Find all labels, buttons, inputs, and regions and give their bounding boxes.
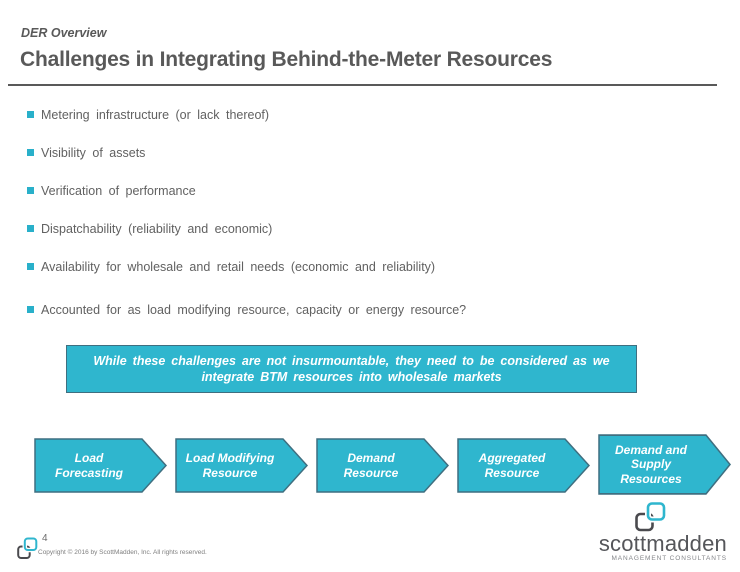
arrow-label: Load Modifying Resource (185, 451, 275, 480)
scottmadden-logo-icon (17, 537, 38, 559)
slide-section-label: DER Overview (21, 26, 107, 40)
bullet-text: Dispatchability (reliability and economi… (41, 222, 273, 236)
bullet-text: Verification of performance (41, 184, 196, 198)
bullet-text: Metering infrastructure (or lack thereof… (41, 108, 270, 122)
copyright-text: Copyright © 2016 by ScottMadden, Inc. Al… (38, 549, 207, 556)
arrow-shape-icon (598, 434, 731, 495)
square-bullet-icon (27, 306, 34, 313)
arrow-label: Aggregated Resource (478, 451, 546, 480)
process-arrow-load-modifying-resource: Load Modifying Resource (175, 438, 308, 493)
scottmadden-tagline: MANAGEMENT CONSULTANTS (611, 555, 727, 562)
square-bullet-icon (27, 111, 34, 118)
square-bullet-icon (27, 263, 34, 270)
bullet-text: Visibility of assets (41, 146, 146, 160)
arrow-shape-icon (34, 438, 167, 493)
list-item: Verification of performance (27, 184, 466, 198)
page-title: Challenges in Integrating Behind-the-Met… (20, 48, 553, 71)
list-item: Visibility of assets (27, 146, 466, 160)
process-arrow-load-forecasting: Load Forecasting (34, 438, 167, 493)
arrow-label: Load Forecasting (54, 451, 123, 480)
scottmadden-wordmark: scottmadden (598, 531, 727, 556)
challenge-bullet-list: Metering infrastructure (or lack thereof… (27, 108, 466, 317)
arrow-shape-icon (457, 438, 590, 493)
square-bullet-icon (27, 149, 34, 156)
list-item: Dispatchability (reliability and economi… (27, 222, 466, 236)
list-item: Availability for wholesale and retail ne… (27, 260, 466, 274)
arrow-label: Demand and Supply Resources (614, 442, 687, 486)
square-bullet-icon (27, 225, 34, 232)
list-item: Accounted for as load modifying resource… (27, 303, 466, 317)
process-arrow-demand-and-supply-resources: Demand and Supply Resources (598, 434, 731, 495)
list-item: Metering infrastructure (or lack thereof… (27, 108, 466, 122)
bullet-text: Availability for wholesale and retail ne… (41, 260, 436, 274)
arrow-label: Demand Resource (343, 451, 399, 480)
square-bullet-icon (27, 187, 34, 194)
process-arrow-demand-resource: Demand Resource (316, 438, 449, 493)
arrow-shape-icon (175, 438, 308, 493)
title-divider (8, 84, 717, 86)
page-number: 4 (42, 533, 48, 544)
callout-box: While these challenges are not insurmoun… (66, 345, 637, 393)
scottmadden-logo-icon (635, 501, 667, 532)
callout-text: While these challenges are not insurmoun… (93, 354, 610, 384)
arrow-shape-icon (316, 438, 449, 493)
process-arrow-aggregated-resource: Aggregated Resource (457, 438, 590, 493)
bullet-text: Accounted for as load modifying resource… (41, 303, 467, 317)
